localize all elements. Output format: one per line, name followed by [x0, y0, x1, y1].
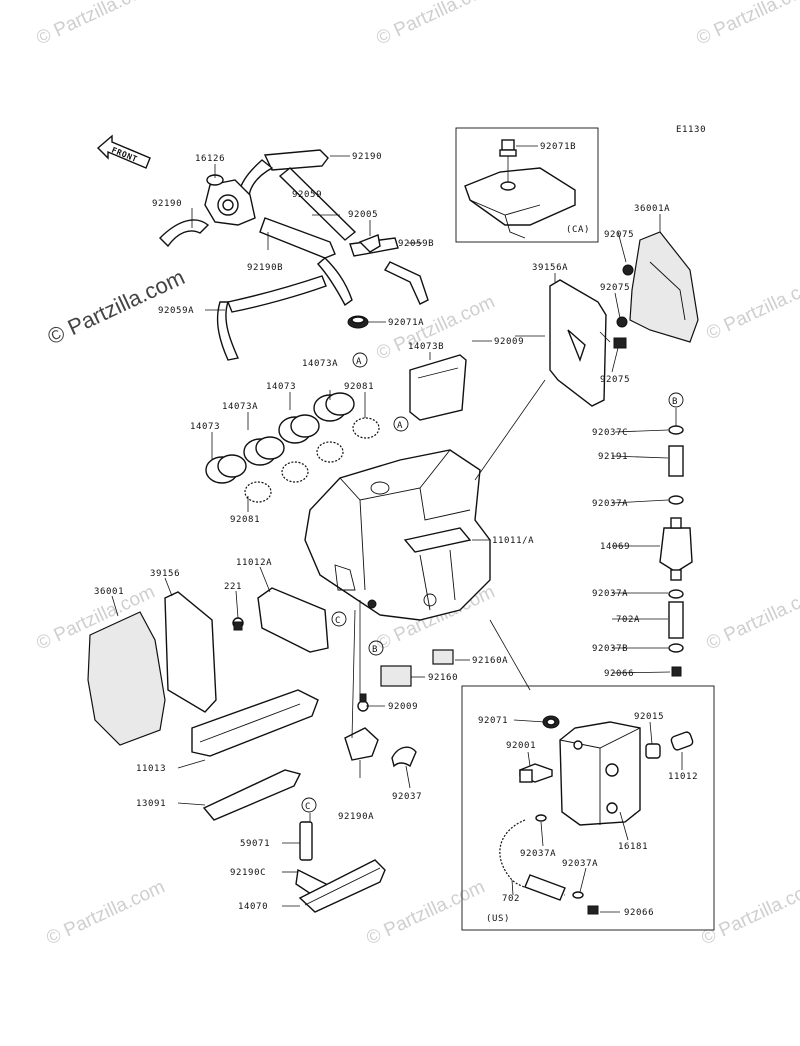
- watermark: © Partzilla.com: [703, 271, 800, 344]
- part-label: 92001: [506, 741, 536, 751]
- callout-b: B: [672, 397, 678, 407]
- callout-b: B: [372, 645, 378, 655]
- part-label: 92190C: [230, 868, 266, 878]
- part-label: 92037: [392, 792, 422, 802]
- part-label: 14073A: [302, 359, 338, 369]
- part-label: 92037A: [562, 859, 598, 869]
- part-label: 92005: [348, 210, 378, 220]
- lower-middle-parts: [295, 649, 454, 913]
- us-inset: (US): [461, 685, 715, 931]
- part-label: 92071A: [388, 318, 424, 328]
- part-label: 36001A: [634, 204, 670, 214]
- part-label: 92075: [604, 230, 634, 240]
- part-label: 11012: [668, 772, 698, 782]
- watermark: © Partzilla.com: [43, 876, 168, 949]
- part-labels: 16126 92190 92190 92059 92005 92059B 921…: [94, 142, 698, 918]
- part-label: 702A: [616, 615, 640, 625]
- part-label: 92037B: [592, 644, 628, 654]
- part-label: 14073: [190, 422, 220, 432]
- part-label: 92075: [600, 283, 630, 293]
- part-label: 11012A: [236, 558, 272, 568]
- part-label: 92015: [634, 712, 664, 722]
- part-label: 16181: [618, 842, 648, 852]
- part-label: 92190: [352, 152, 382, 162]
- part-label: 92160: [428, 673, 458, 683]
- diagram-code: E1130: [676, 125, 706, 135]
- leader-lines: [111, 155, 683, 913]
- part-label: 92037A: [592, 499, 628, 509]
- part-label: 92190A: [338, 812, 374, 822]
- part-label: 11013: [136, 764, 166, 774]
- part-label: 14069: [600, 542, 630, 552]
- right-column-parts: [659, 425, 693, 677]
- part-label: 39156: [150, 569, 180, 579]
- part-label: 92190: [152, 199, 182, 209]
- air-box: [304, 449, 491, 621]
- part-label: 92059A: [158, 306, 194, 316]
- part-label: 702: [502, 894, 520, 904]
- lower-left-parts: [87, 587, 329, 821]
- right-covers: [549, 231, 699, 407]
- intake-boots: [205, 354, 467, 503]
- part-label: 14073: [266, 382, 296, 392]
- part-label: 92037C: [592, 428, 628, 438]
- part-label: 36001: [94, 587, 124, 597]
- region-ca-label: (CA): [566, 225, 590, 235]
- part-label: 92066: [624, 908, 654, 918]
- top-hoses: [159, 149, 429, 361]
- part-label: 59071: [240, 839, 270, 849]
- part-label: 92071: [478, 716, 508, 726]
- callout-a: A: [356, 357, 362, 367]
- part-label: 92037A: [592, 589, 628, 599]
- part-label: 16126: [195, 154, 225, 164]
- watermark: © Partzilla.com: [363, 876, 488, 949]
- front-arrow: FRONT: [96, 134, 151, 169]
- part-label: 13091: [136, 799, 166, 809]
- part-label: 221: [224, 582, 242, 592]
- callout-a: A: [397, 421, 403, 431]
- part-label: 92075: [600, 375, 630, 385]
- part-label: 92081: [344, 382, 374, 392]
- part-label: 92191: [598, 452, 628, 462]
- watermark: © Partzilla.com: [33, 0, 158, 50]
- part-label: 92071B: [540, 142, 576, 152]
- ca-inset: (CA): [455, 127, 599, 243]
- callout-c: C: [305, 802, 311, 812]
- part-label: 14073A: [222, 402, 258, 412]
- part-label: 92059: [292, 190, 322, 200]
- watermark: © Partzilla.com: [698, 876, 800, 949]
- part-label: 39156A: [532, 263, 568, 273]
- part-label: 14070: [238, 902, 268, 912]
- part-label: 92081: [230, 515, 260, 525]
- region-us-label: (US): [486, 914, 510, 924]
- part-label: 92009: [494, 337, 524, 347]
- part-label: 92037A: [520, 849, 556, 859]
- watermark: © Partzilla.com: [373, 0, 498, 50]
- callouts: A A B B C C: [301, 352, 684, 813]
- part-label: 92066: [604, 669, 634, 679]
- part-label: 11011/A: [492, 536, 534, 546]
- part-label: 92059B: [398, 239, 434, 249]
- part-label: 92190B: [247, 263, 283, 273]
- watermark: © Partzilla.com: [693, 0, 800, 50]
- part-label: 92160A: [472, 656, 508, 666]
- part-label: 92009: [388, 702, 418, 712]
- callout-c: C: [335, 616, 341, 626]
- watermark: © Partzilla.com: [703, 581, 800, 654]
- part-label: 14073B: [408, 342, 444, 352]
